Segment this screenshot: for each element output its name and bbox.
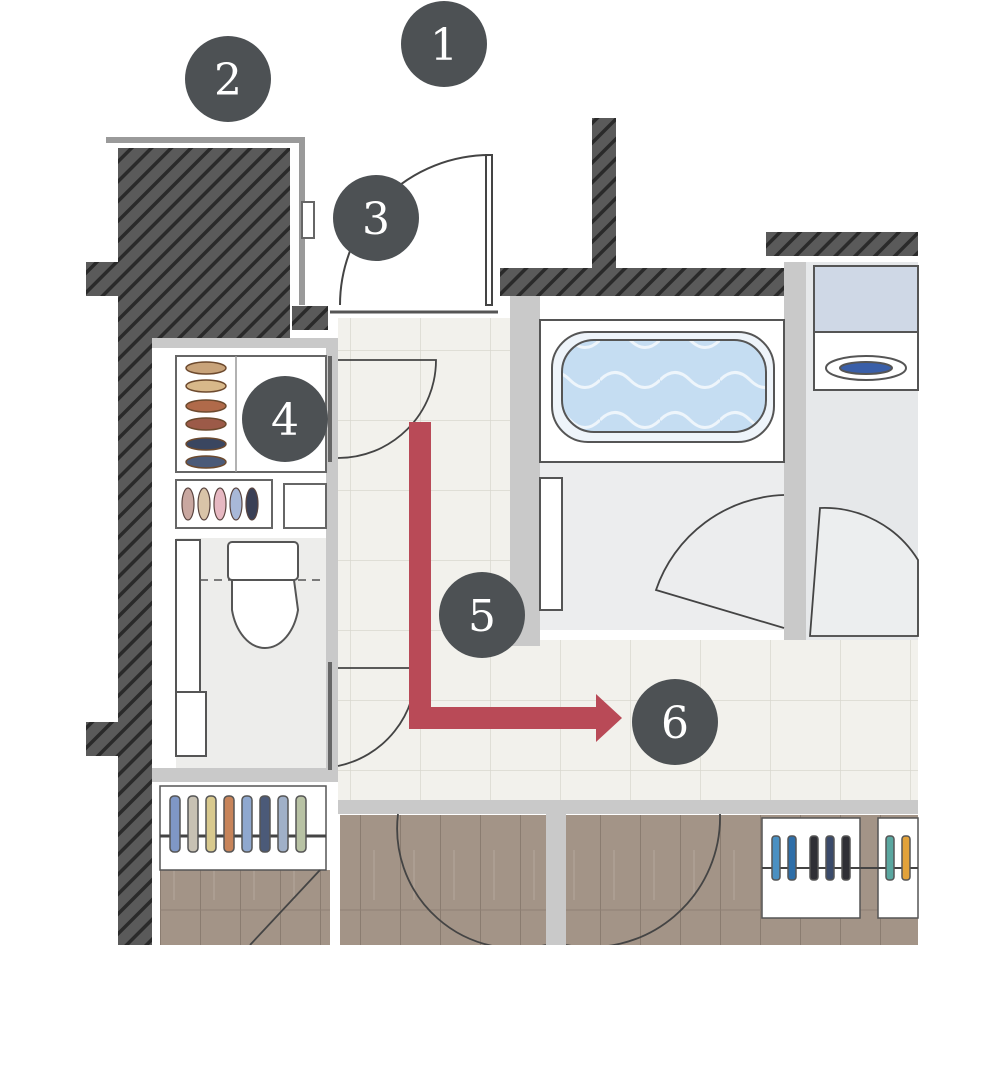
wall-partition-shoe [152,338,338,348]
hatched-wall-bath-top [500,268,792,296]
washbasin-icon [809,265,919,637]
room-wood-floor-1 [340,815,546,945]
arrow-right-icon [409,422,622,742]
markers: 1 2 3 4 5 6 [185,1,718,765]
marker-5: 5 [439,572,525,658]
hatched-wall-door-jamb [292,306,328,330]
shoe-pairs [185,361,227,469]
closet-wood-floor [160,870,330,945]
door-swing-icon [301,154,498,314]
marker-6: 6 [632,679,718,765]
hatched-wall-left [118,148,290,338]
marker-2: 2 [185,36,271,122]
wall-partition-corridor-bottom [338,800,918,814]
entrance-door-leaf [485,154,493,306]
marker-1: 1 [401,1,487,87]
marker-3-label: 3 [362,194,390,245]
marker-2-label: 2 [214,55,242,106]
hatched-wall-top-right [592,118,616,274]
hatched-wall-stub-a [86,262,120,296]
marker-3: 3 [333,175,419,261]
hatched-wall-stub-b [86,722,120,756]
outer-wall-top [106,137,305,305]
route-path [409,422,600,729]
marker-5-label: 5 [468,591,496,642]
door-handle [301,201,315,239]
route-arrowhead [596,694,622,742]
marker-4-label: 4 [271,395,299,446]
marker-6-label: 6 [661,698,689,749]
walls [86,118,918,945]
page-bottom-margin [0,945,1000,1088]
room-wood-floor-2 [566,815,746,945]
bathtub-icon [539,319,785,629]
hatched-wall-left-lower [118,338,152,945]
hatched-wall-far-right [766,232,918,256]
marker-1-label: 1 [430,20,458,71]
toilet-icon [175,539,326,757]
marker-4: 4 [242,376,328,462]
wall-partition-room-divider [546,808,566,945]
wall-partition-bath-wash [784,262,806,640]
closet-icon [159,785,919,919]
wall-partition-toilet-bottom [152,768,338,782]
